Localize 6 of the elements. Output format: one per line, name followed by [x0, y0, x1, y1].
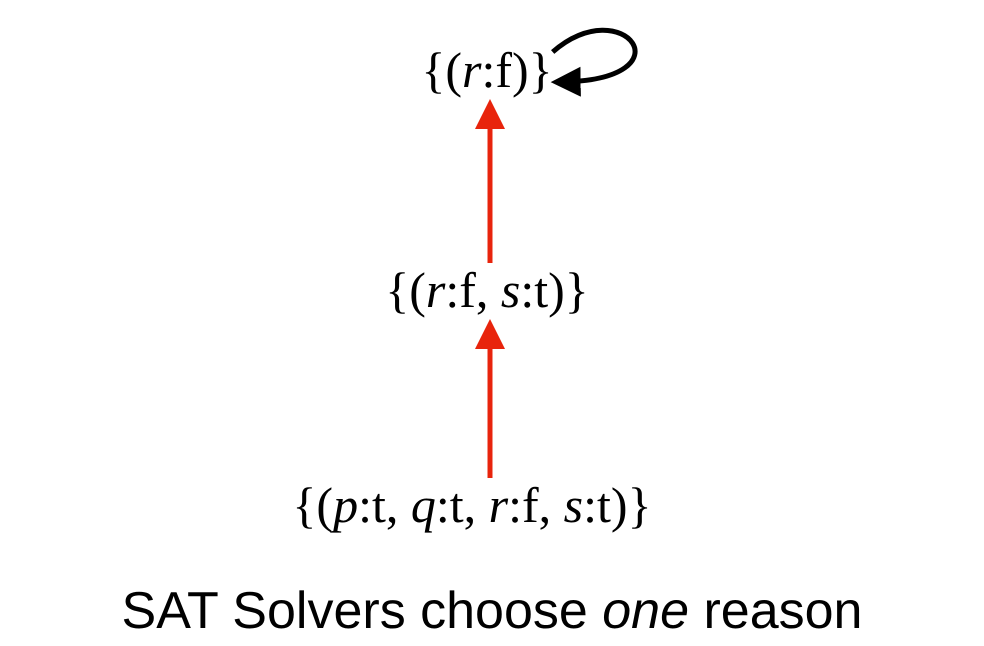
arrow: [550, 28, 638, 96]
arrow: [475, 319, 505, 478]
math-expression: {(r:f)}: [421, 45, 553, 95]
caption: SAT Solvers choose one reason: [120, 585, 864, 637]
math-expression: {(r:f, s:t)}: [385, 265, 589, 315]
arrow: [475, 99, 505, 263]
